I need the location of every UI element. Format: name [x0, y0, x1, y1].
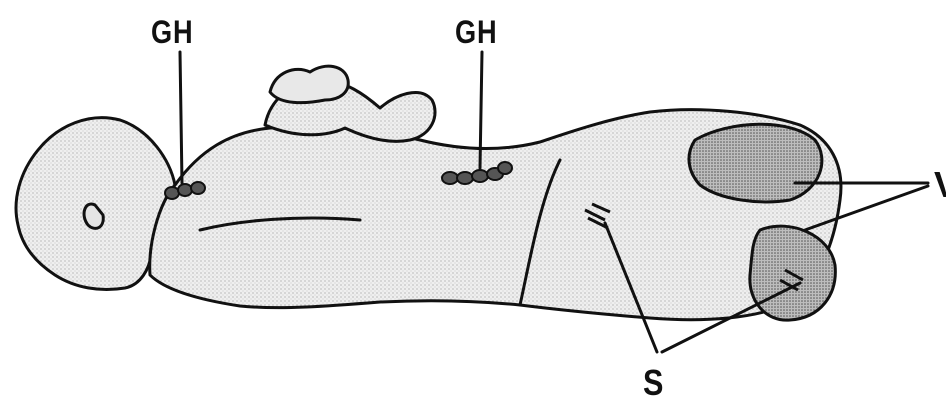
hands — [270, 66, 348, 102]
gh-back-leader — [480, 52, 482, 168]
label-gh-neck: GH — [151, 14, 194, 51]
label-s: S — [643, 362, 664, 404]
label-v: V — [934, 164, 946, 206]
label-gh-back: GH — [455, 14, 498, 51]
gh-neck-leader — [180, 52, 182, 183]
upper-leg — [689, 124, 822, 202]
